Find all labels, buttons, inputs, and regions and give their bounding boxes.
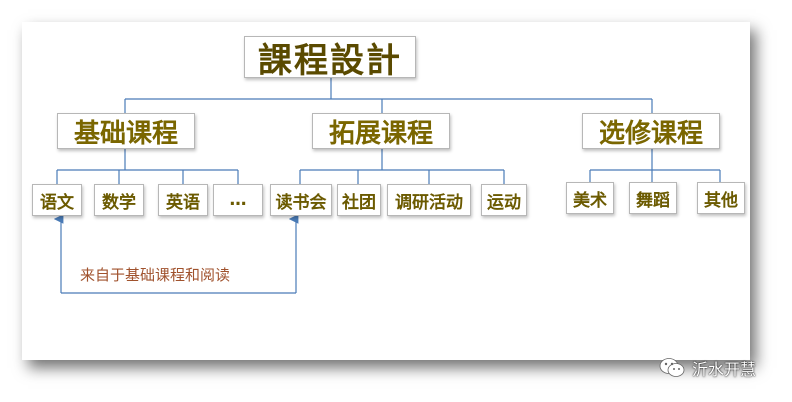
leaf-math-label: 数学 — [102, 192, 136, 213]
category-extended-label: 拓展课程 — [328, 118, 433, 149]
leaf-other-label: 其他 — [704, 190, 738, 211]
leaf-reading-club-label: 读书会 — [275, 192, 327, 213]
leaf-clubs-label: 社团 — [342, 192, 376, 213]
leaf-more: … — [213, 184, 263, 216]
leaf-english-label: 英语 — [166, 192, 200, 213]
leaf-other: 其他 — [697, 182, 745, 214]
leaf-chinese: 语文 — [32, 184, 82, 216]
category-elective: 选修课程 — [582, 113, 720, 149]
leaf-sports-label: 运动 — [487, 192, 521, 213]
leaf-chinese-label: 语文 — [40, 192, 74, 213]
leaf-sports: 运动 — [481, 184, 527, 216]
leaf-math: 数学 — [94, 184, 144, 216]
leaf-dance-label: 舞蹈 — [636, 190, 670, 211]
relation-note: 来自于基础课程和阅读 — [80, 266, 231, 284]
watermark-text: 沂水开慧 — [692, 360, 757, 379]
leaf-dance: 舞蹈 — [629, 182, 677, 214]
leaf-art-label: 美术 — [573, 190, 607, 211]
category-basic-label: 基础课程 — [73, 118, 178, 149]
watermark: 沂水开慧 — [658, 356, 756, 380]
leaf-more-label: … — [229, 190, 247, 210]
leaf-clubs: 社团 — [337, 184, 381, 216]
wechat-icon — [659, 358, 685, 377]
leaf-research: 调研活动 — [387, 184, 471, 216]
category-extended: 拓展课程 — [312, 113, 450, 149]
category-elective-label: 选修课程 — [598, 118, 703, 149]
leaf-english: 英语 — [158, 184, 208, 216]
category-basic: 基础课程 — [57, 113, 195, 149]
root-label: 課程設計 — [258, 40, 402, 81]
leaf-research-label: 调研活动 — [395, 192, 463, 213]
root-node: 課程設計 — [244, 36, 416, 81]
leaf-art: 美术 — [566, 182, 614, 214]
leaf-reading-club: 读书会 — [270, 184, 332, 216]
